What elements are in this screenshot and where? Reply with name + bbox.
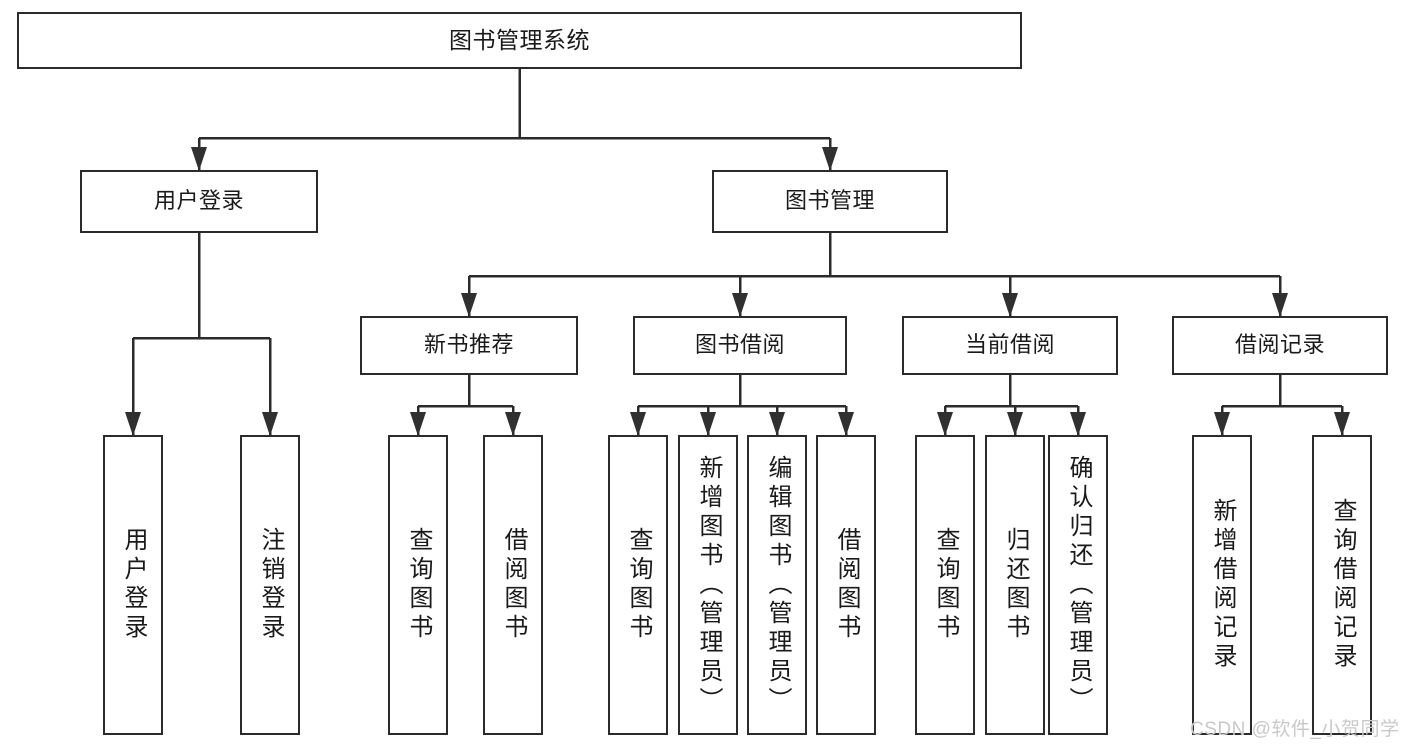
node-borrow-record[interactable]: 借阅记录 <box>1172 316 1388 375</box>
leaf-borrow-book[interactable]: 借阅图书 <box>816 435 876 735</box>
watermark: CSDN @软件_小贺同学 <box>1190 719 1400 740</box>
node-label: 新增借阅记录 <box>1209 498 1236 672</box>
node-label: 借阅图书 <box>833 527 860 643</box>
node-user-login[interactable]: 用户登录 <box>80 170 318 233</box>
leaf-query-borrow-record[interactable]: 查询借阅记录 <box>1312 435 1372 735</box>
leaf-confirm-return-admin[interactable]: 确认归还（管理员） <box>1048 435 1108 735</box>
leaf-user-login[interactable]: 用户登录 <box>103 435 163 735</box>
node-label: 用户登录 <box>153 188 244 214</box>
node-label: 图书管理系统 <box>449 26 590 53</box>
node-label: 当前借阅 <box>964 332 1055 358</box>
node-label: 图书管理 <box>784 188 875 214</box>
node-label: 查询借阅记录 <box>1329 498 1356 672</box>
node-label: 确认归还（管理员） <box>1065 454 1092 716</box>
leaf-query-book-recommend[interactable]: 查询图书 <box>388 435 448 735</box>
leaf-edit-book-admin[interactable]: 编辑图书（管理员） <box>747 435 807 735</box>
node-label: 新书推荐 <box>423 332 514 358</box>
node-label: 图书借阅 <box>694 332 785 358</box>
node-label: 用户登录 <box>120 527 147 643</box>
leaf-borrow-book-recommend[interactable]: 借阅图书 <box>483 435 543 735</box>
node-label: 查询图书 <box>625 527 652 643</box>
node-label: 借阅图书 <box>500 527 527 643</box>
leaf-logout[interactable]: 注销登录 <box>240 435 300 735</box>
node-label: 借阅记录 <box>1234 332 1325 358</box>
node-label: 查询图书 <box>405 527 432 643</box>
node-new-book-recommend[interactable]: 新书推荐 <box>360 316 578 375</box>
node-root[interactable]: 图书管理系统 <box>17 12 1022 69</box>
leaf-query-book-borrow[interactable]: 查询图书 <box>608 435 668 735</box>
node-label: 注销登录 <box>257 527 284 643</box>
node-label: 查询图书 <box>932 527 959 643</box>
leaf-return-book[interactable]: 归还图书 <box>985 435 1045 735</box>
node-label: 新增图书（管理员） <box>695 454 722 716</box>
node-label: 归还图书 <box>1002 527 1029 643</box>
node-book-manage[interactable]: 图书管理 <box>712 170 948 233</box>
node-current-borrow[interactable]: 当前借阅 <box>902 316 1118 375</box>
leaf-add-book-admin[interactable]: 新增图书（管理员） <box>678 435 738 735</box>
leaf-query-book-current[interactable]: 查询图书 <box>915 435 975 735</box>
leaf-add-borrow-record[interactable]: 新增借阅记录 <box>1192 435 1252 735</box>
node-book-borrow[interactable]: 图书借阅 <box>633 316 847 375</box>
node-label: 编辑图书（管理员） <box>764 454 791 716</box>
